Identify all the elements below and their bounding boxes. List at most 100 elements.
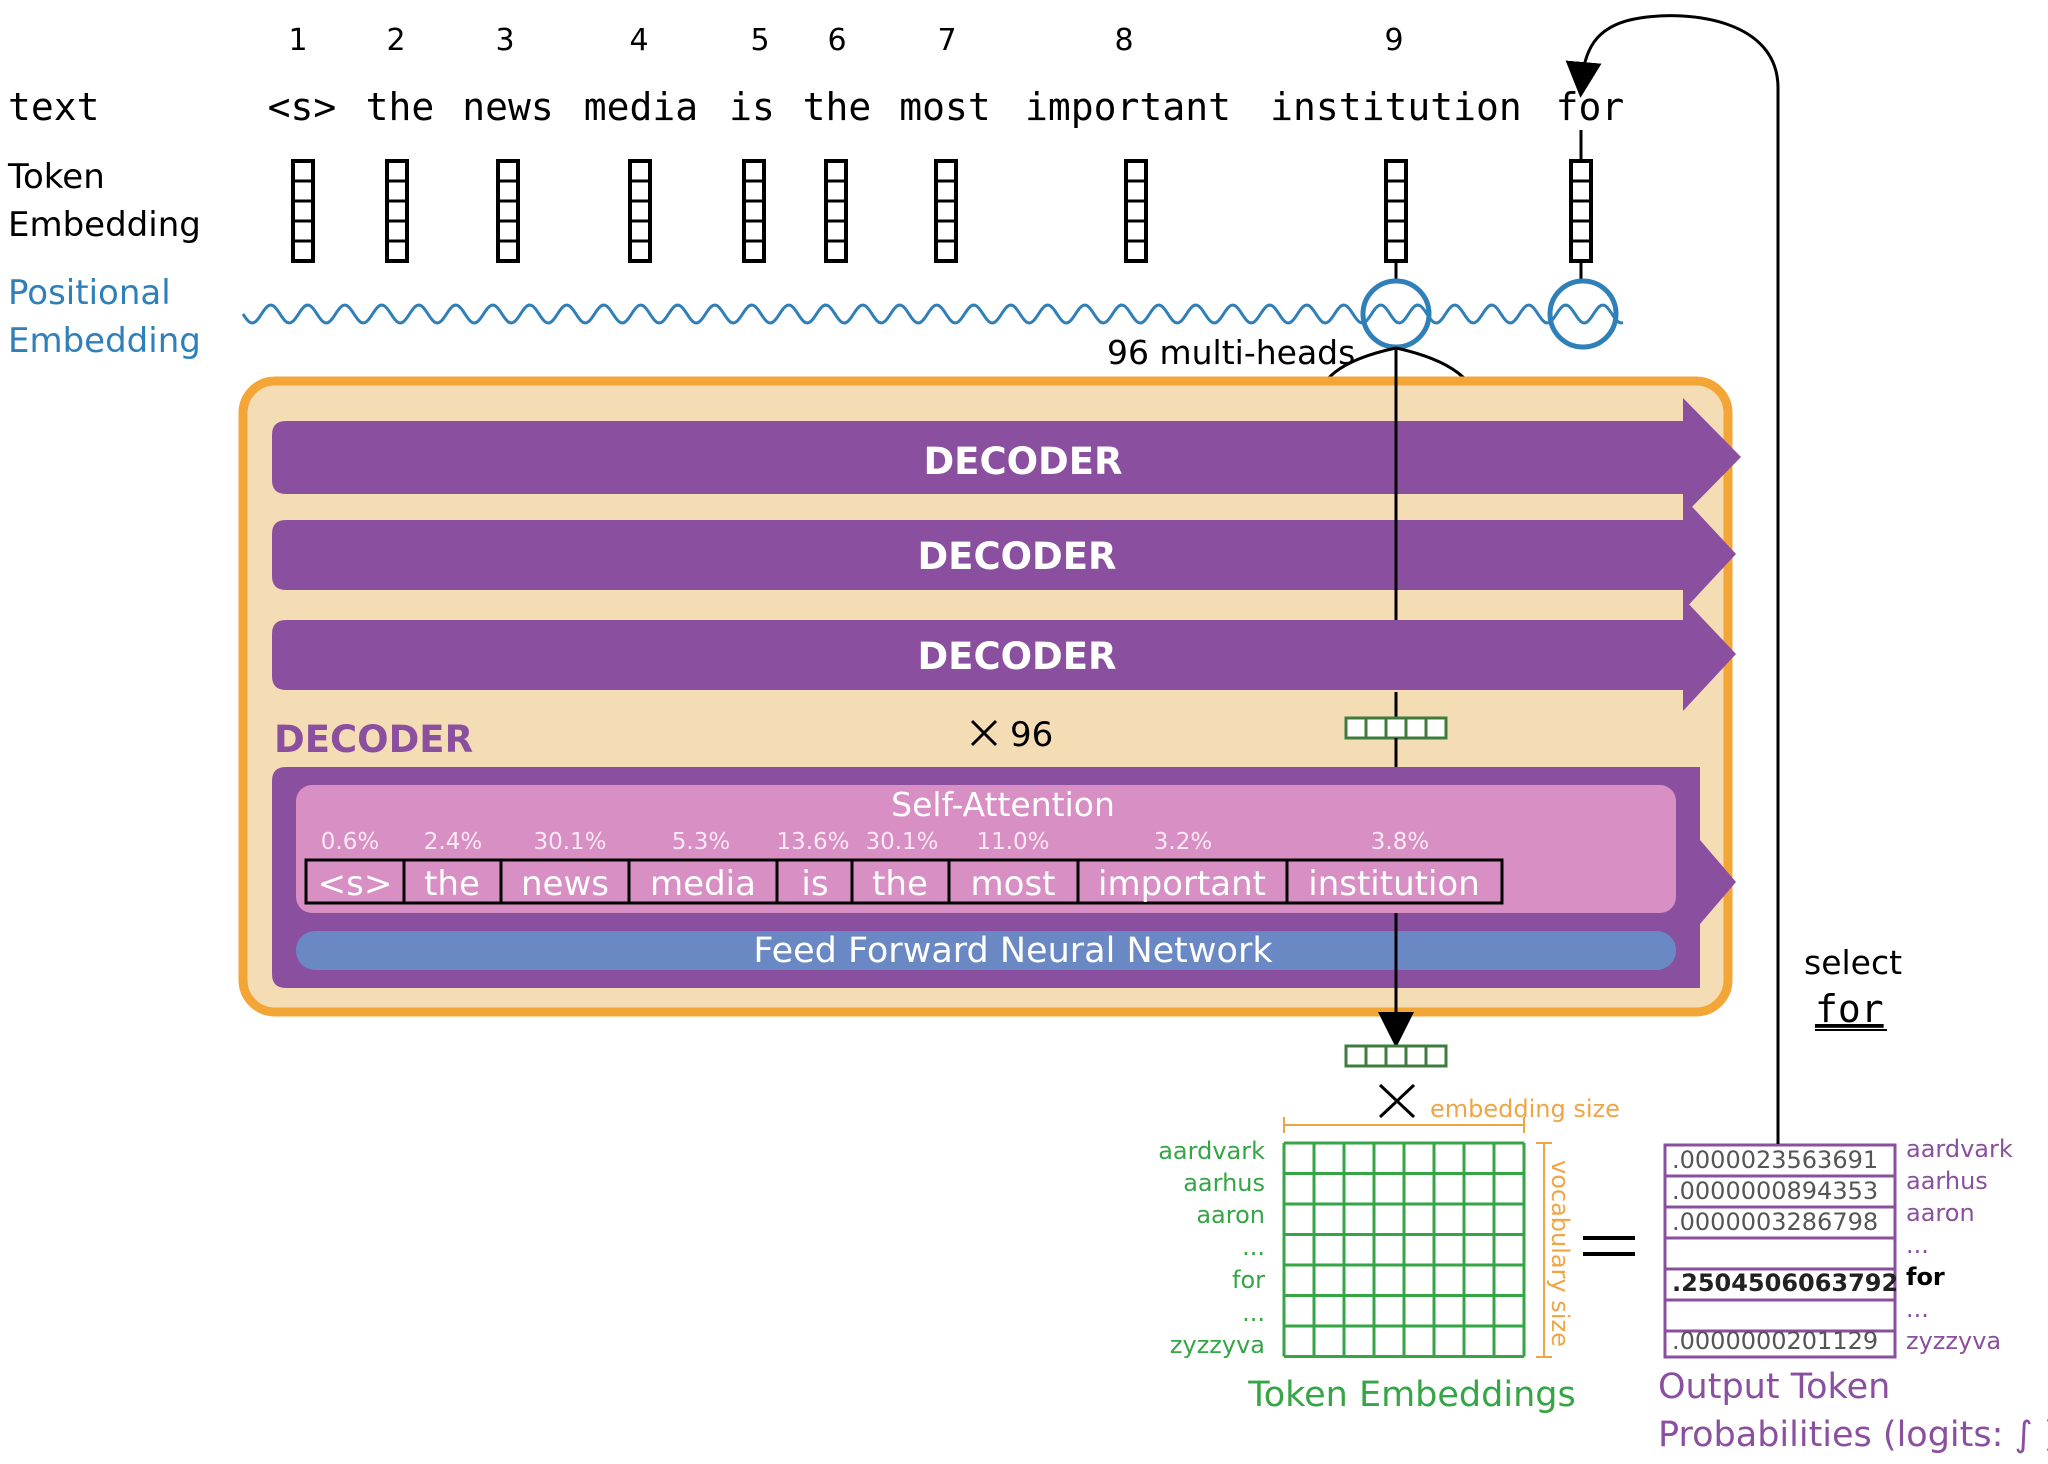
decoder-block <box>272 598 1736 711</box>
attention-token: the <box>424 864 480 904</box>
probability-cell <box>1663 1236 1897 1271</box>
token-embeddings-title: Token Embeddings <box>1247 1375 1575 1415</box>
vocabulary-size-label: vocabulary size <box>1546 1160 1574 1347</box>
repeat-count: 96 <box>1010 715 1053 755</box>
token-text: news <box>462 85 554 129</box>
positional-embedding-label-line1: Positional <box>8 273 171 313</box>
vocab-word: aaron <box>1196 1201 1265 1229</box>
decoder-block-label: DECODER <box>917 635 1116 678</box>
token-text: for <box>1556 85 1625 129</box>
embedding-size-bracket <box>1283 1117 1525 1133</box>
token-embedding-vector <box>628 159 652 263</box>
attention-token: <s> <box>318 864 393 904</box>
position-number: 8 <box>1114 23 1133 58</box>
token-text: important <box>1025 85 1231 129</box>
attention-weight: 3.2% <box>1154 829 1212 855</box>
token-text: is <box>729 85 775 129</box>
multiply-icon <box>970 719 998 747</box>
token-text: institution <box>1270 85 1522 129</box>
hidden-state-vector <box>1344 716 1448 740</box>
position-number: 1 <box>288 23 307 58</box>
token-text: most <box>899 85 991 129</box>
token-embedding-vector <box>385 159 409 263</box>
multi-heads-label: 96 multi-heads <box>1107 333 1355 372</box>
decoder-block <box>272 398 1741 516</box>
token-embedding-label-line1: Token <box>7 157 105 197</box>
attention-token: news <box>521 864 609 904</box>
selected-token: for <box>1815 987 1884 1031</box>
attention-weight: 0.6% <box>321 829 379 855</box>
sum-circle <box>1360 278 1432 350</box>
equals-icon <box>1583 1236 1635 1256</box>
token-embedding-vector <box>934 159 958 263</box>
attention-token: institution <box>1308 864 1480 904</box>
position-number: 5 <box>750 23 769 58</box>
position-number: 6 <box>827 23 846 58</box>
probability-value: .0000000894353 <box>1672 1177 1878 1205</box>
output-word: ... <box>1906 1295 1929 1323</box>
vocab-word: zyzzyva <box>1170 1331 1265 1359</box>
token-embedding-label-line2: Embedding <box>8 205 201 245</box>
attention-weight: 3.8% <box>1371 829 1429 855</box>
probabilities-table <box>1663 1143 1897 1359</box>
position-number: 7 <box>937 23 956 58</box>
attention-weight: 13.6% <box>776 829 849 855</box>
attention-weight: 30.1% <box>533 829 606 855</box>
vocabulary-size-bracket <box>1536 1142 1552 1358</box>
probability-value: .2504506063792 <box>1672 1269 1898 1297</box>
attention-token: media <box>650 864 756 904</box>
position-number: 3 <box>495 23 514 58</box>
token-embedding-vector <box>1384 159 1408 263</box>
probability-value: .0000023563691 <box>1672 1146 1878 1174</box>
positional-embedding-label-line2: Embedding <box>8 321 201 361</box>
output-title-line1: Output Token <box>1658 1367 1890 1407</box>
self-attention-panel <box>296 785 1676 913</box>
token-embedding-vector <box>1569 159 1593 263</box>
decoder-block-label: DECODER <box>923 440 1122 483</box>
attention-token: the <box>872 864 928 904</box>
ffnn-bar <box>296 931 1676 970</box>
position-number: 4 <box>629 23 648 58</box>
token-embedding-vector <box>824 159 848 263</box>
attention-weight: 5.3% <box>672 829 730 855</box>
output-word: ... <box>1906 1231 1929 1259</box>
output-word: for <box>1906 1263 1945 1291</box>
output-word: aardvark <box>1906 1135 2013 1163</box>
token-embedding-vector <box>742 159 766 263</box>
output-title-line2: Probabilities (logits: ∫ ) <box>1658 1415 2048 1455</box>
attention-token: most <box>971 864 1056 904</box>
vocab-word: aarhus <box>1183 1169 1265 1197</box>
sum-circle <box>1547 278 1619 350</box>
decoder-block <box>272 497 1736 611</box>
attention-weight: 2.4% <box>424 829 482 855</box>
output-hidden-vector <box>1344 1044 1448 1068</box>
output-word: aarhus <box>1906 1167 1988 1195</box>
token-text: media <box>584 85 698 129</box>
token-text: <s> <box>268 85 337 129</box>
vocab-word: for <box>1232 1266 1265 1294</box>
feedback-arrow <box>1565 14 1780 1144</box>
self-attention-title: Self-Attention <box>891 785 1115 824</box>
ffnn-label: Feed Forward Neural Network <box>753 931 1273 971</box>
attention-token: is <box>801 864 828 904</box>
token-embeddings-matrix <box>1282 1141 1526 1358</box>
vocab-word: aardvark <box>1158 1137 1265 1165</box>
token-text: the <box>803 85 872 129</box>
token-embedding-vector <box>1124 159 1148 263</box>
attention-weight: 11.0% <box>976 829 1049 855</box>
position-number: 2 <box>386 23 405 58</box>
decoder-title: DECODER <box>274 718 473 761</box>
attention-token: important <box>1098 864 1266 904</box>
positional-embedding-wave <box>241 303 1624 325</box>
text-row-label: text <box>8 85 100 129</box>
position-number: 9 <box>1384 23 1403 58</box>
matmul-icon <box>1378 1083 1416 1119</box>
attention-token-cell <box>1285 858 1504 905</box>
vocab-word: ... <box>1242 1233 1265 1261</box>
token-embedding-vector <box>496 159 520 263</box>
output-word: zyzzyva <box>1906 1327 2001 1355</box>
probability-value: .0000000201129 <box>1672 1327 1878 1355</box>
vocab-word: ... <box>1242 1299 1265 1327</box>
probability-value: .0000003286798 <box>1672 1208 1878 1236</box>
